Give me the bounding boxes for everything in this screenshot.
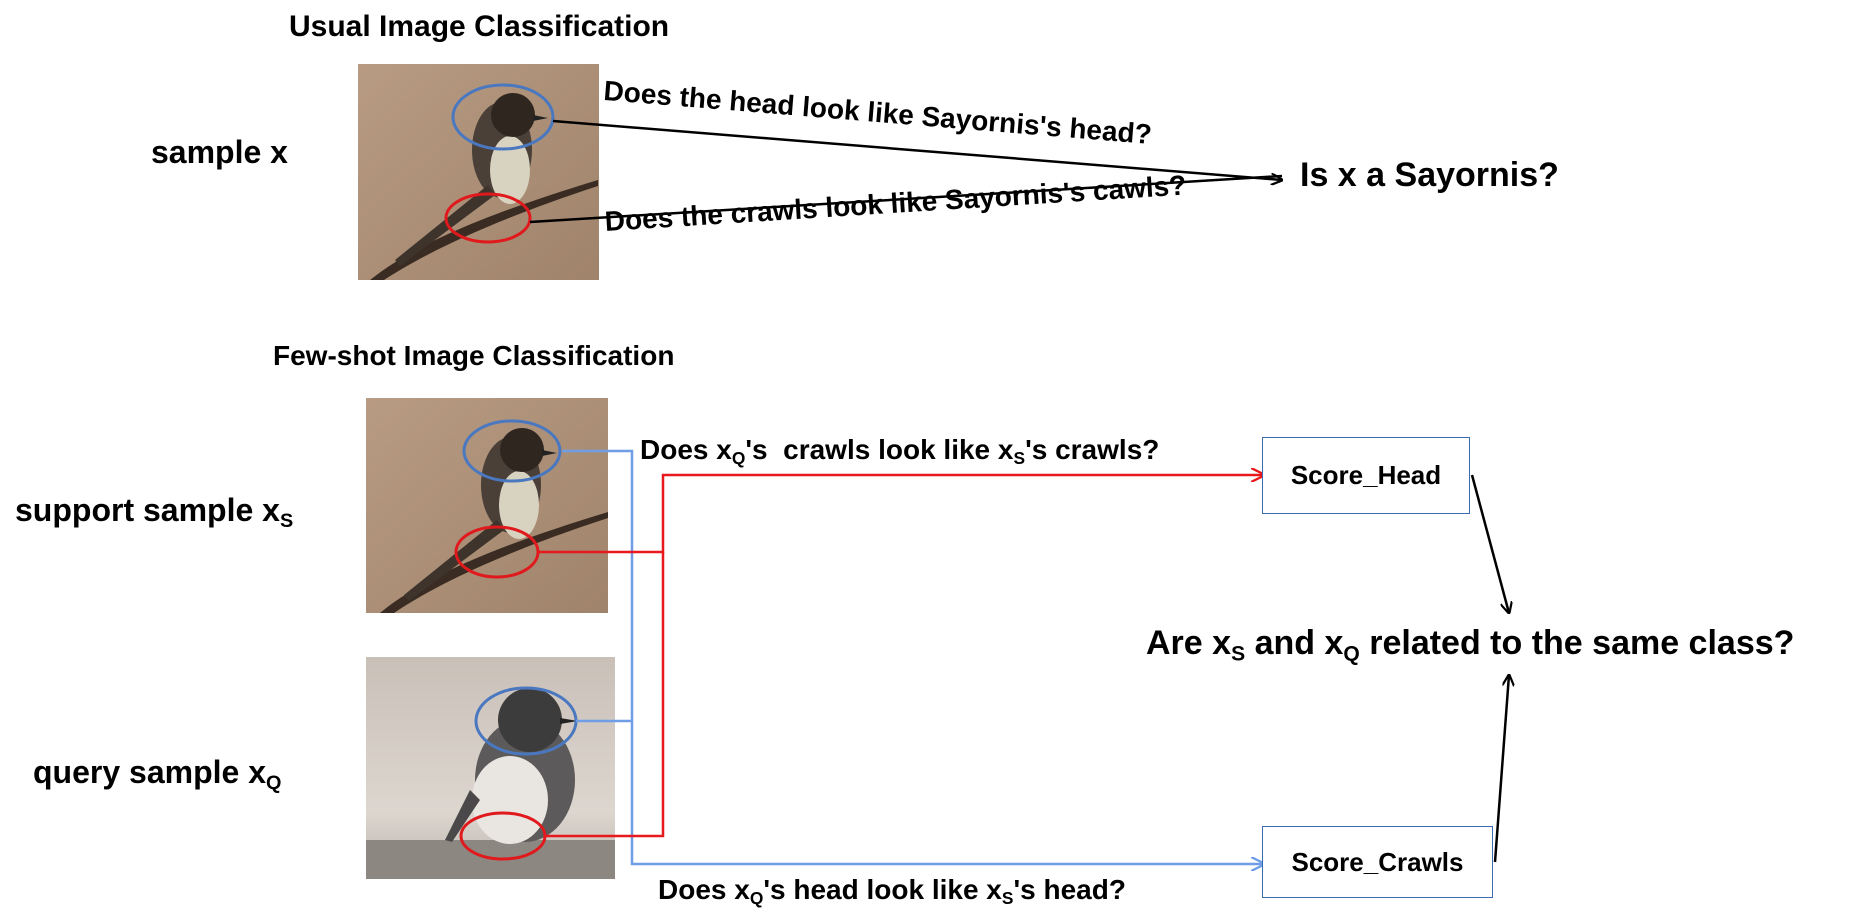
q-head-part-1: Does x <box>658 874 750 905</box>
result-part-2: and x <box>1245 624 1344 662</box>
q-head-sub-q: Q <box>749 888 764 909</box>
query-sample-label-text: query sample x <box>33 754 266 790</box>
fewshot-section-title: Few-shot Image Classification <box>273 340 675 371</box>
support-sample-label-text: support sample x <box>15 492 280 528</box>
result-sub-s: S <box>1231 642 1246 666</box>
score-crawls-to-result-arrow <box>1493 675 1509 863</box>
head-connector-line <box>562 449 1264 864</box>
query-sample-label: query sample xQ <box>33 754 281 795</box>
result-part-1: Are x <box>1146 624 1232 662</box>
score-crawls-box: Score_Crawls <box>1262 826 1493 898</box>
q-crawls-part-2: 's crawls look like x <box>745 434 1014 465</box>
support-sample-label: support sample xS <box>15 492 293 533</box>
crawls-to-result-arrow <box>529 174 1283 224</box>
crawls-connector-query-branch <box>545 552 665 838</box>
usual-result: Is x a Sayornis? <box>1300 156 1559 194</box>
sample-x-photo <box>358 64 599 280</box>
sample-x-head-circle <box>451 83 555 151</box>
q-head-sub-s: S <box>1001 888 1014 909</box>
score-head-box: Score_Head <box>1262 437 1470 514</box>
sample-x-crawls-circle <box>444 192 532 244</box>
support-head-circle <box>462 419 562 483</box>
crawls-connector-line <box>538 475 1264 554</box>
q-crawls-part-1: Does x <box>640 434 732 465</box>
q-crawls-sub-s: S <box>1013 448 1026 469</box>
q-head-part-3: 's head? <box>1013 874 1126 905</box>
fewshot-question-head: Does xQ's head look like xS's head? <box>658 874 1126 909</box>
support-sample-label-sub: S <box>279 509 294 532</box>
support-sample-photo <box>366 398 608 613</box>
result-part-3: related to the same class? <box>1359 624 1795 662</box>
q-head-part-2: 's head look like x <box>763 874 1002 905</box>
query-sample-photo <box>366 657 615 879</box>
query-sample-label-sub: Q <box>266 771 282 794</box>
q-crawls-part-3: 's crawls? <box>1025 434 1160 465</box>
q-crawls-sub-q: Q <box>731 448 746 469</box>
score-head-to-result-arrow <box>1470 474 1509 613</box>
fewshot-question-crawls: Does xQ's crawls look like xS's crawls? <box>640 434 1159 469</box>
sample-x-label: sample x <box>151 134 288 170</box>
usual-section-title: Usual Image Classification <box>289 10 670 43</box>
result-sub-q: Q <box>1343 642 1360 666</box>
head-to-result-arrow <box>552 119 1282 180</box>
fewshot-result: Are xS and xQ related to the same class? <box>1146 624 1794 666</box>
